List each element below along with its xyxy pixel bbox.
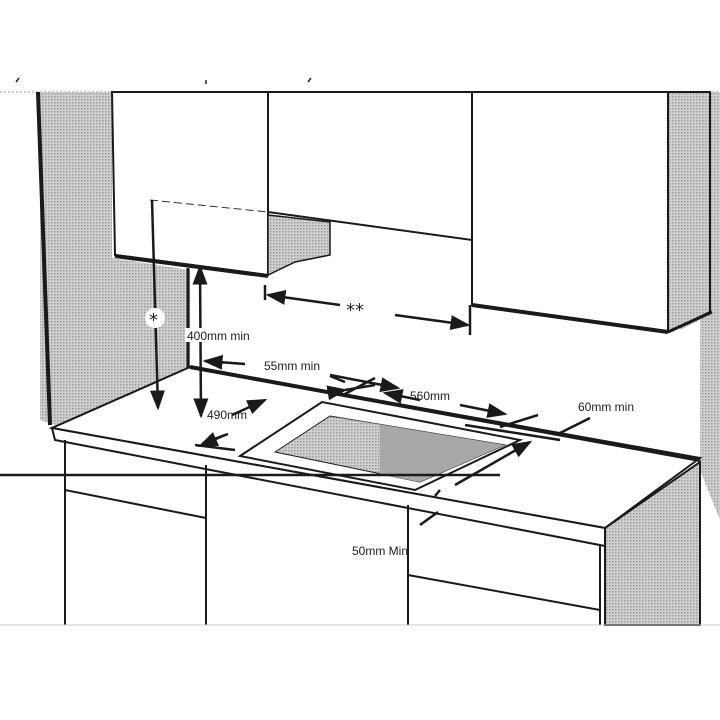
upper-clearance-label: *	[149, 310, 158, 331]
hood-insert	[267, 214, 331, 277]
hob-cutout	[237, 400, 524, 492]
asterisk-badge	[145, 308, 165, 328]
front-clearance-label: 50mm Min	[352, 544, 408, 558]
back-clearance-label: 55mm min	[264, 359, 320, 373]
side-clearance-height-label: 400mm min	[187, 329, 250, 343]
label-backdrop	[185, 328, 259, 342]
cutout-depth-label: 490mm	[207, 408, 247, 422]
wall-corner-line	[36, 91, 52, 426]
cutout-width-label: 560mm	[410, 389, 450, 403]
lower-cabinets	[0, 440, 720, 626]
hood-height-guide	[149, 199, 269, 213]
left-wall	[40, 92, 190, 425]
top-edge	[0, 77, 720, 93]
hood-width-label: **	[346, 300, 364, 321]
upper-cabinets	[110, 91, 713, 368]
side-clearance-label: 60mm min	[578, 400, 634, 414]
